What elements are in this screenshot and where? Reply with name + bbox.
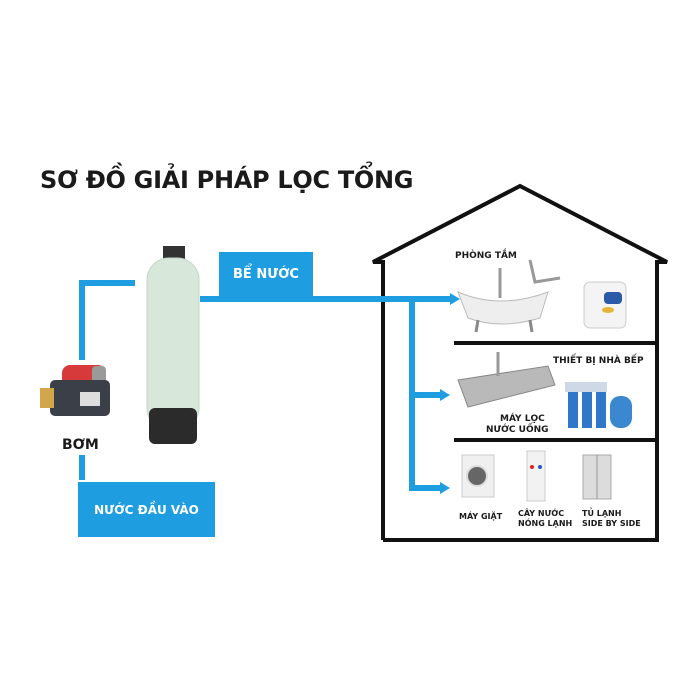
dispenser-label-2: NÓNG LẠNH [518, 519, 573, 528]
house-outline [372, 183, 668, 542]
pump-label: BƠM [62, 437, 99, 453]
pipes [79, 280, 450, 491]
arrow-kitchen [440, 389, 450, 401]
inlet-label: NƯỚC ĐẦU VÀO [94, 502, 199, 517]
water-heater-icon [583, 281, 627, 329]
arrow-appliances [440, 482, 450, 494]
bathroom-label: PHÒNG TẮM [455, 251, 517, 261]
washer-label: MÁY GIẶT [459, 512, 503, 521]
fridge-label-1: TỦ LẠNH [582, 509, 622, 518]
water-dispenser-icon [526, 450, 546, 502]
water-tank-label: BỂ NƯỚC [233, 266, 299, 282]
dispenser-label-1: CÂY NƯỚC [518, 509, 565, 518]
washing-machine-icon [461, 454, 495, 498]
pipe-branch [409, 299, 440, 491]
purifier-label-1: MÁY LỌC [500, 414, 545, 424]
filter-tank-icon [146, 246, 200, 444]
arrows [440, 293, 460, 494]
fridge-label-2: SIDE BY SIDE [582, 519, 641, 528]
arrow-bathroom [450, 293, 460, 305]
water-tank-box: BỂ NƯỚC [219, 252, 313, 296]
refrigerator-icon [582, 454, 612, 500]
shower-icon [528, 259, 561, 284]
diagram-title: SƠ ĐỒ GIẢI PHÁP LỌC TỔNG [40, 166, 414, 194]
purifier-label-2: NƯỚC UỐNG [486, 425, 549, 435]
kitchen-label: THIẾT BỊ NHÀ BẾP [553, 356, 644, 366]
sink-icon [457, 352, 556, 408]
ro-purifier-icon [565, 382, 632, 428]
pipe-pump-to-filter [79, 280, 135, 360]
bathtub-icon [457, 268, 549, 333]
inlet-box: NƯỚC ĐẦU VÀO [78, 482, 215, 537]
water-pump-icon [40, 365, 110, 416]
